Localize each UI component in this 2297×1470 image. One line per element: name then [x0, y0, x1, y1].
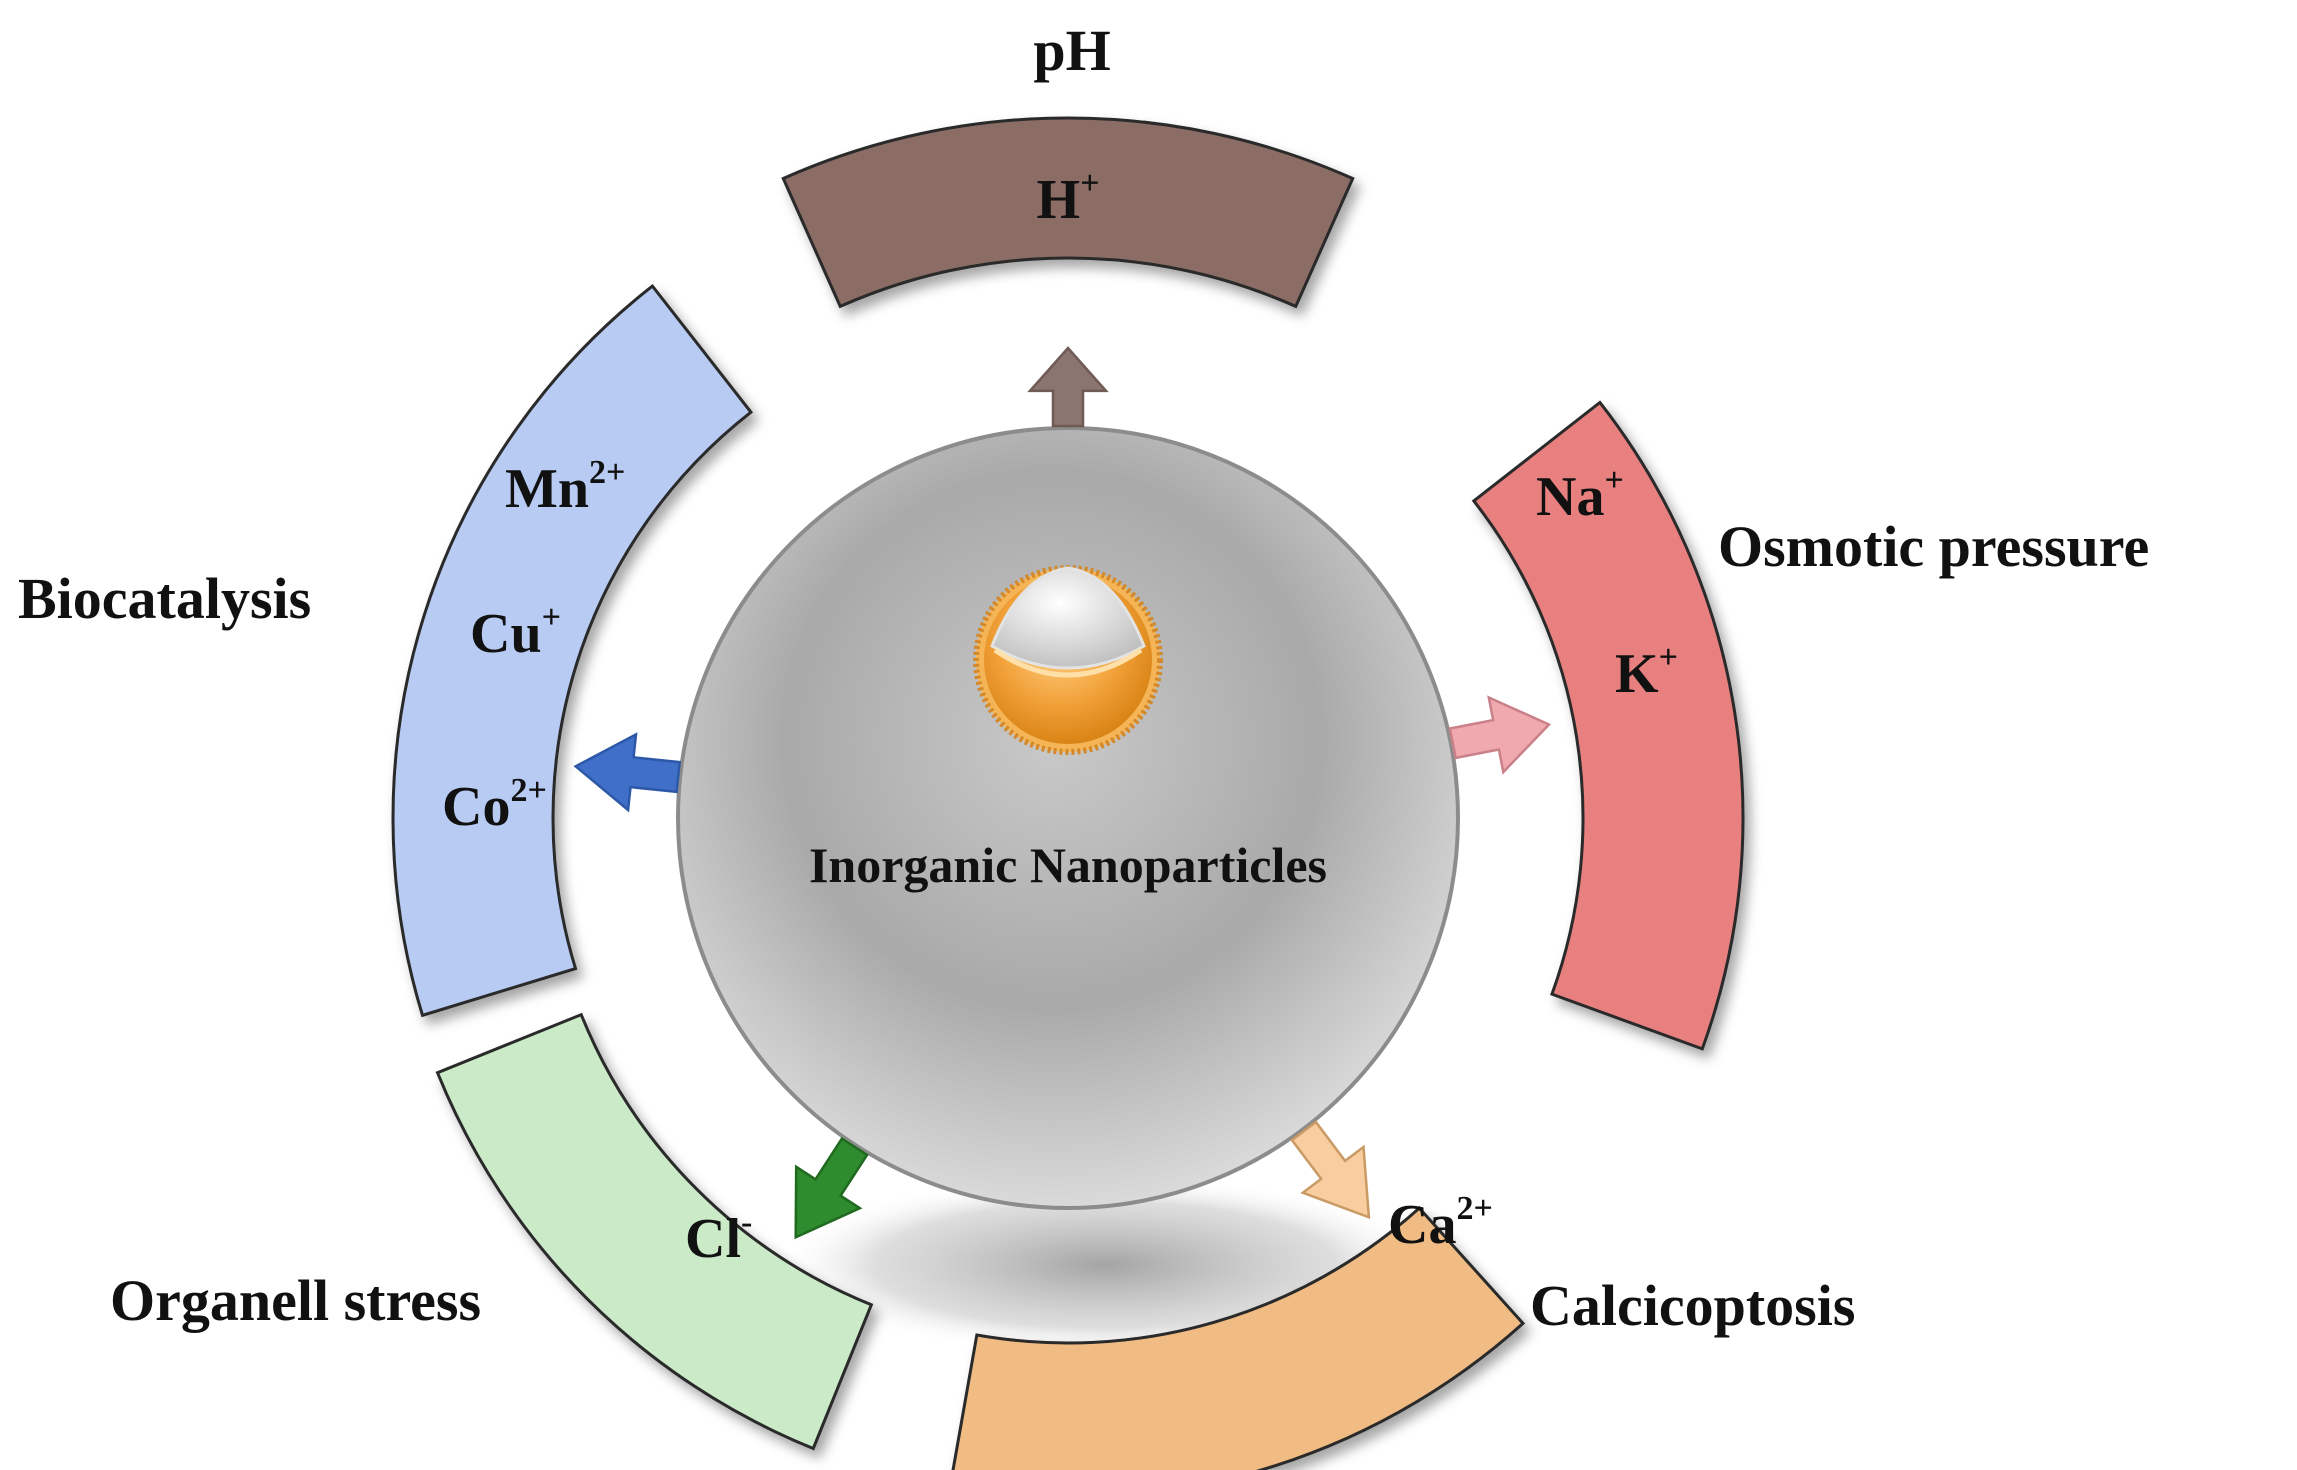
ion-k: K+ — [1615, 639, 1678, 705]
ion-h: H+ — [1037, 165, 1100, 231]
osmotic-pressure-arrow-icon — [1448, 695, 1552, 775]
ph-arc — [781, 116, 1355, 309]
ion-cu: Cu+ — [470, 599, 561, 665]
osmotic-pressure-label: Osmotic pressure — [1718, 514, 2149, 579]
central-sphere — [676, 426, 1460, 1210]
osmotic-pressure-arc — [1471, 400, 1745, 1051]
organell-stress-label: Organell stress — [110, 1268, 481, 1333]
nanoparticle-icon — [973, 565, 1163, 755]
biocatalysis-label: Biocatalysis — [18, 566, 311, 631]
ion-na: Na+ — [1536, 462, 1624, 528]
organell-stress-arc — [435, 1012, 874, 1451]
calcicoptosis-arc — [951, 1206, 1526, 1470]
calcicoptosis-arrow-icon — [1290, 1120, 1371, 1220]
ph-arrow-icon — [1027, 346, 1109, 428]
biocatalysis-arrow-icon — [573, 732, 682, 813]
ion-cl: Cl- — [685, 1204, 752, 1270]
ion-ca: Ca2+ — [1388, 1190, 1493, 1256]
ph-label: pH — [1033, 18, 1110, 83]
biocatalysis-arc — [391, 283, 754, 1018]
ion-mn: Mn2+ — [505, 454, 625, 520]
center-label: Inorganic Nanoparticles — [809, 837, 1327, 893]
calcicoptosis-label: Calcicoptosis — [1530, 1273, 1855, 1338]
organell-stress-arrow-icon — [794, 1136, 869, 1240]
ion-co: Co2+ — [442, 772, 547, 838]
